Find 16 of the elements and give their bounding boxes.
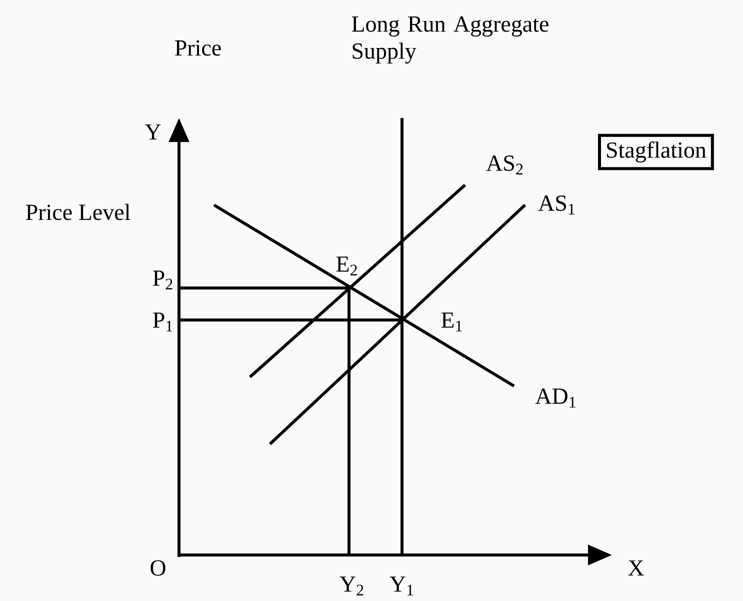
axis-label: P$_{1}$: [153, 312, 172, 332]
axis-label: O: [150, 560, 166, 576]
axis-label: X: [628, 560, 644, 576]
axis-label: Long Run Aggregate Supply: [352, 16, 548, 64]
axis-label: E$_{1}$: [441, 312, 462, 332]
axis-label: AS$_{2}$: [486, 156, 523, 174]
axis-label: P$_{2}$: [153, 270, 172, 290]
axis-label: Price: [175, 40, 221, 56]
axis-label: Y: [144, 124, 161, 140]
label-box: Stagflation: [598, 134, 714, 170]
axis-label: AS$_{1}$: [538, 196, 575, 214]
axis-label: AD$_{1}$: [535, 388, 576, 408]
axis-label: Price Level: [26, 204, 130, 220]
axis-label: E$_{2}$: [336, 256, 357, 276]
axis-label: Y$_{1}$: [390, 576, 414, 596]
axis-label: Y$_{2}$: [340, 576, 364, 596]
